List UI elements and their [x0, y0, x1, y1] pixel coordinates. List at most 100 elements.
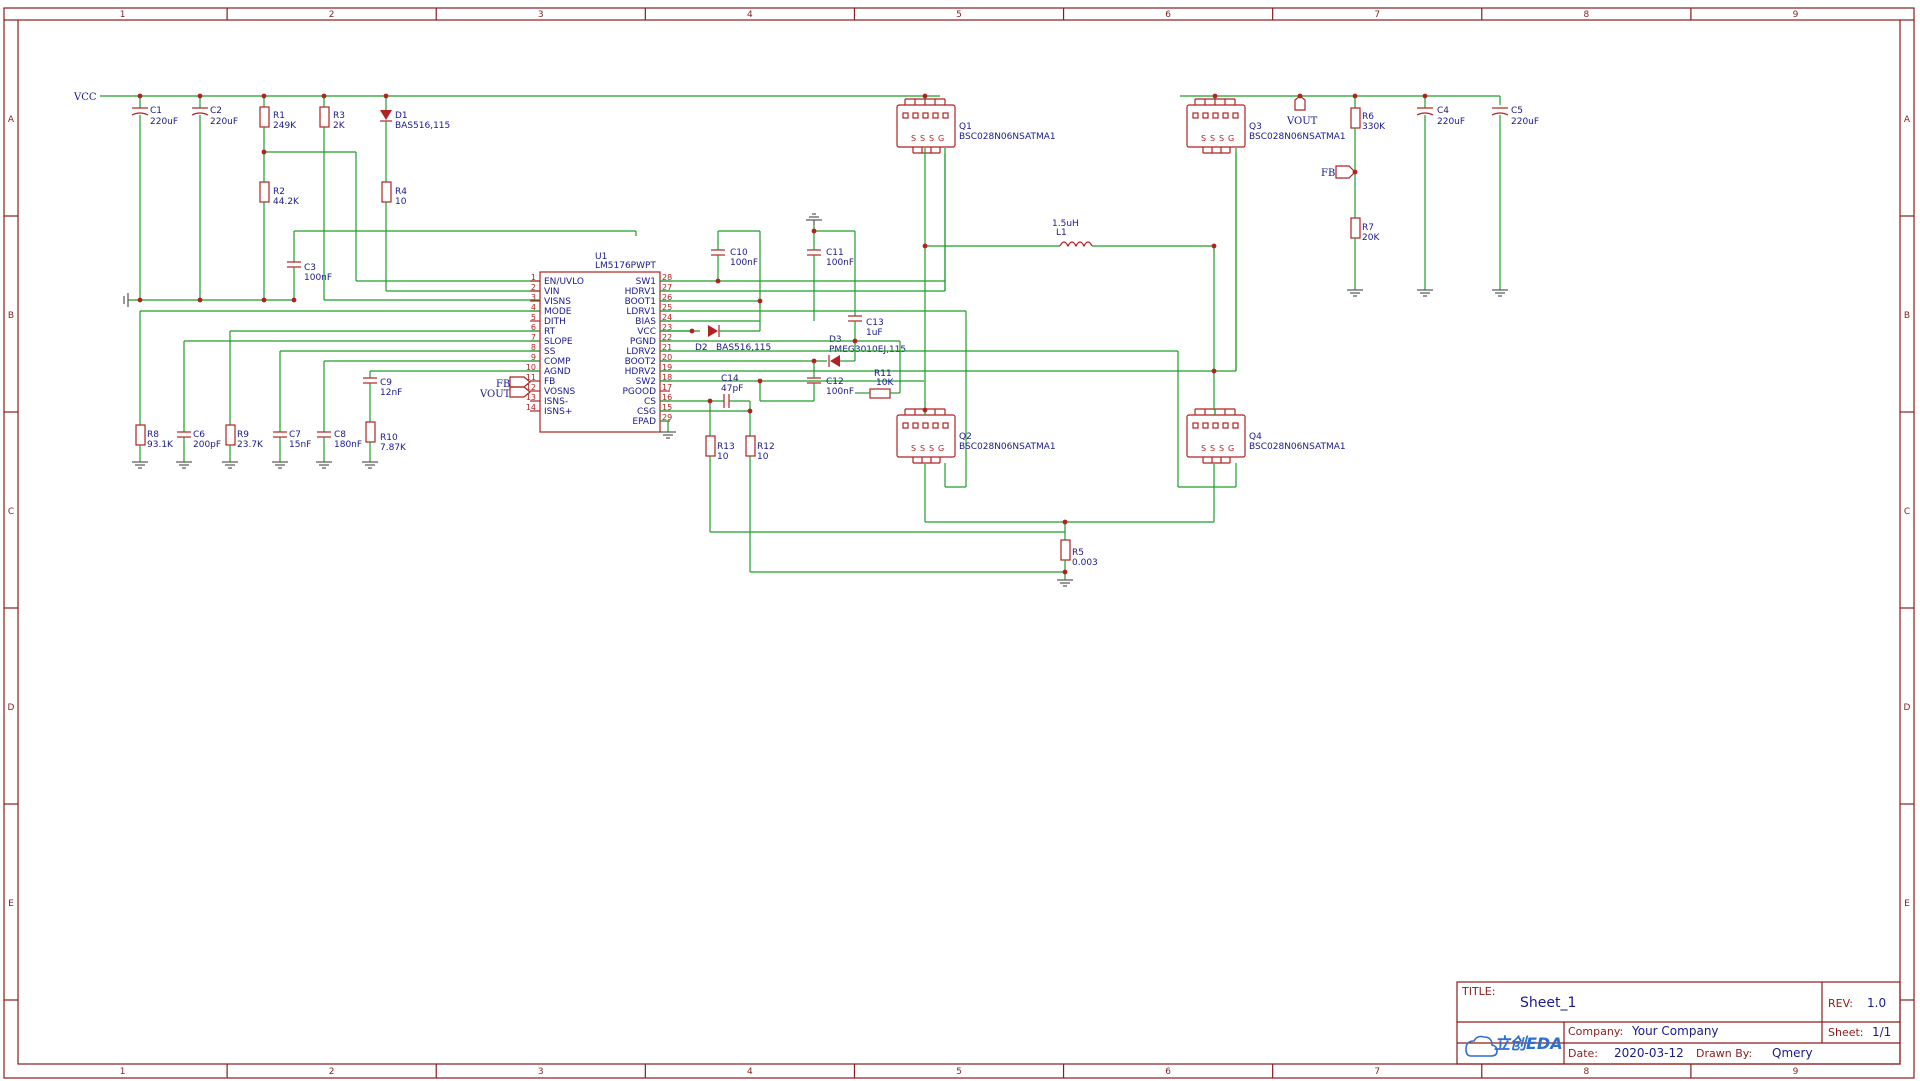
u1-pin-name: MODE — [544, 307, 572, 317]
u1-pin-number: 29 — [662, 413, 672, 422]
c4-ref: C4 — [1437, 106, 1449, 116]
c11-value: 100nF — [826, 258, 854, 268]
mosfet-pin-label: G — [938, 444, 944, 453]
resistor-r6: R6 330K — [1350, 96, 1386, 218]
company-value: Your Company — [1631, 1024, 1719, 1038]
r11-ref: R11 — [874, 369, 892, 379]
capacitor-c11: C11 100nF — [807, 225, 854, 321]
u1-pin-number: 25 — [662, 303, 672, 312]
c5-ref: C5 — [1511, 106, 1523, 116]
c10-ref: C10 — [730, 248, 748, 258]
c1-value: 220uF — [150, 117, 178, 127]
d3-ref: D3 — [829, 335, 842, 345]
u1-pin-name: SW2 — [636, 377, 656, 387]
c4-value: 220uF — [1437, 117, 1465, 127]
c9-value: 12nF — [380, 388, 402, 398]
r6-value: 330K — [1362, 122, 1386, 132]
u1-ref: U1 — [595, 252, 607, 262]
r11-value: 10K — [876, 378, 894, 388]
diode-d1: D1 BAS516,115 — [380, 96, 450, 182]
c7-value: 15nF — [289, 440, 311, 450]
u1-pin-name: VIN — [544, 287, 560, 297]
u1-pin-number: 1 — [531, 273, 536, 282]
c3-ref: C3 — [304, 263, 316, 273]
mosfet-pin-label: S — [1210, 444, 1215, 453]
u1-pin-name: BOOT2 — [625, 357, 656, 367]
u1-pin-name: COMP — [544, 357, 571, 367]
q1-value: BSC028N06NSATMA1 — [959, 132, 1056, 142]
row-label-right: C — [1904, 507, 1910, 517]
r1-ref: R1 — [273, 111, 285, 121]
u1-pin-number: 11 — [526, 373, 536, 382]
c14-value: 47pF — [721, 384, 743, 394]
resistor-r5: R5 0.003 — [1060, 539, 1098, 580]
c9-ref: C9 — [380, 378, 392, 388]
capacitor-c1: C1 220uF — [131, 96, 178, 300]
r3-value: 2K — [333, 121, 346, 131]
column-label-bottom: 1 — [120, 1067, 126, 1077]
capacitor-c6: C6 200pF — [177, 430, 221, 462]
u1-pin-name: SW1 — [636, 277, 656, 287]
u1-pin-name: VOSNS — [544, 387, 576, 397]
column-label-bottom: 8 — [1583, 1067, 1589, 1077]
ground-symbol-epad — [660, 420, 676, 439]
u1-pin-name: VCC — [637, 327, 656, 337]
u1-pin-number: 5 — [531, 313, 536, 322]
u1-pin-name: CS — [644, 397, 656, 407]
easyeda-logo: 立创EDA — [1465, 1034, 1563, 1057]
r1-value: 249K — [273, 121, 297, 131]
u1-pin-name: RT — [544, 327, 556, 337]
mosfet-pin-label: S — [911, 444, 916, 453]
u1-pin-number: 26 — [662, 293, 672, 302]
row-label-right: B — [1904, 311, 1910, 321]
mosfet-pin-label: S — [1201, 444, 1206, 453]
mosfet-pin-label: S — [911, 134, 916, 143]
mosfet-pin-label: S — [920, 444, 925, 453]
l1-value: 1.5uH — [1052, 219, 1079, 229]
title-label: TITLE: — [1461, 985, 1495, 998]
row-label-left: E — [8, 899, 14, 909]
mosfet-pin-label: G — [1228, 134, 1234, 143]
r9-value: 23.7K — [237, 440, 264, 450]
q2-ref: Q2 — [959, 432, 972, 442]
u1-pin-number: 4 — [531, 303, 536, 312]
u1-pin-name: FB — [544, 377, 555, 387]
r13-value: 10 — [717, 452, 729, 462]
c10-value: 100nF — [730, 258, 758, 268]
u1-pin-name: ISNS+ — [544, 407, 572, 417]
date-label: Date: — [1568, 1047, 1598, 1060]
resistor-r11: R11 10K — [855, 369, 900, 399]
row-label-left: A — [8, 115, 15, 125]
c12-value: 100nF — [826, 387, 854, 397]
resistor-r2: R2 44.2K — [259, 181, 300, 300]
resistor-r10: R10 7.87K — [365, 421, 407, 462]
u1-pin-number: 6 — [531, 323, 536, 332]
c1-ref: C1 — [150, 106, 162, 116]
u1-pin-name: PGOOD — [623, 387, 657, 397]
u1-pin-name: CSG — [637, 407, 656, 417]
resistor-r8: R8 93.1K — [135, 424, 174, 462]
sheet-frame — [3, 7, 1915, 1079]
u1-pin-name: ISNS- — [544, 397, 568, 407]
u1-pin-number: 20 — [662, 353, 672, 362]
u1-pin-name: BOOT1 — [625, 297, 656, 307]
u1-right-pins: 28SW127HDRV126BOOT125LDRV124BIAS23VCC22P… — [623, 273, 673, 427]
vcc-net-label: VCC — [73, 92, 97, 103]
u1-pin-number: 22 — [662, 333, 672, 342]
u1-pin-name: EPAD — [632, 417, 656, 427]
u1-pin-name: EN/UVLO — [544, 277, 584, 287]
rev-label: REV: — [1828, 997, 1853, 1010]
r9-ref: R9 — [237, 430, 249, 440]
title-value: Sheet_1 — [1520, 995, 1576, 1011]
u1-pin-number: 28 — [662, 273, 672, 282]
u1-pin-name: LDRV2 — [626, 347, 656, 357]
d3-value: PMEG3010EJ,115 — [829, 345, 906, 355]
row-label-left: D — [8, 703, 15, 713]
vout-flag-ic: VOUT — [479, 386, 531, 400]
r4-value: 10 — [395, 197, 407, 207]
u1-pin-number: 17 — [662, 383, 672, 392]
